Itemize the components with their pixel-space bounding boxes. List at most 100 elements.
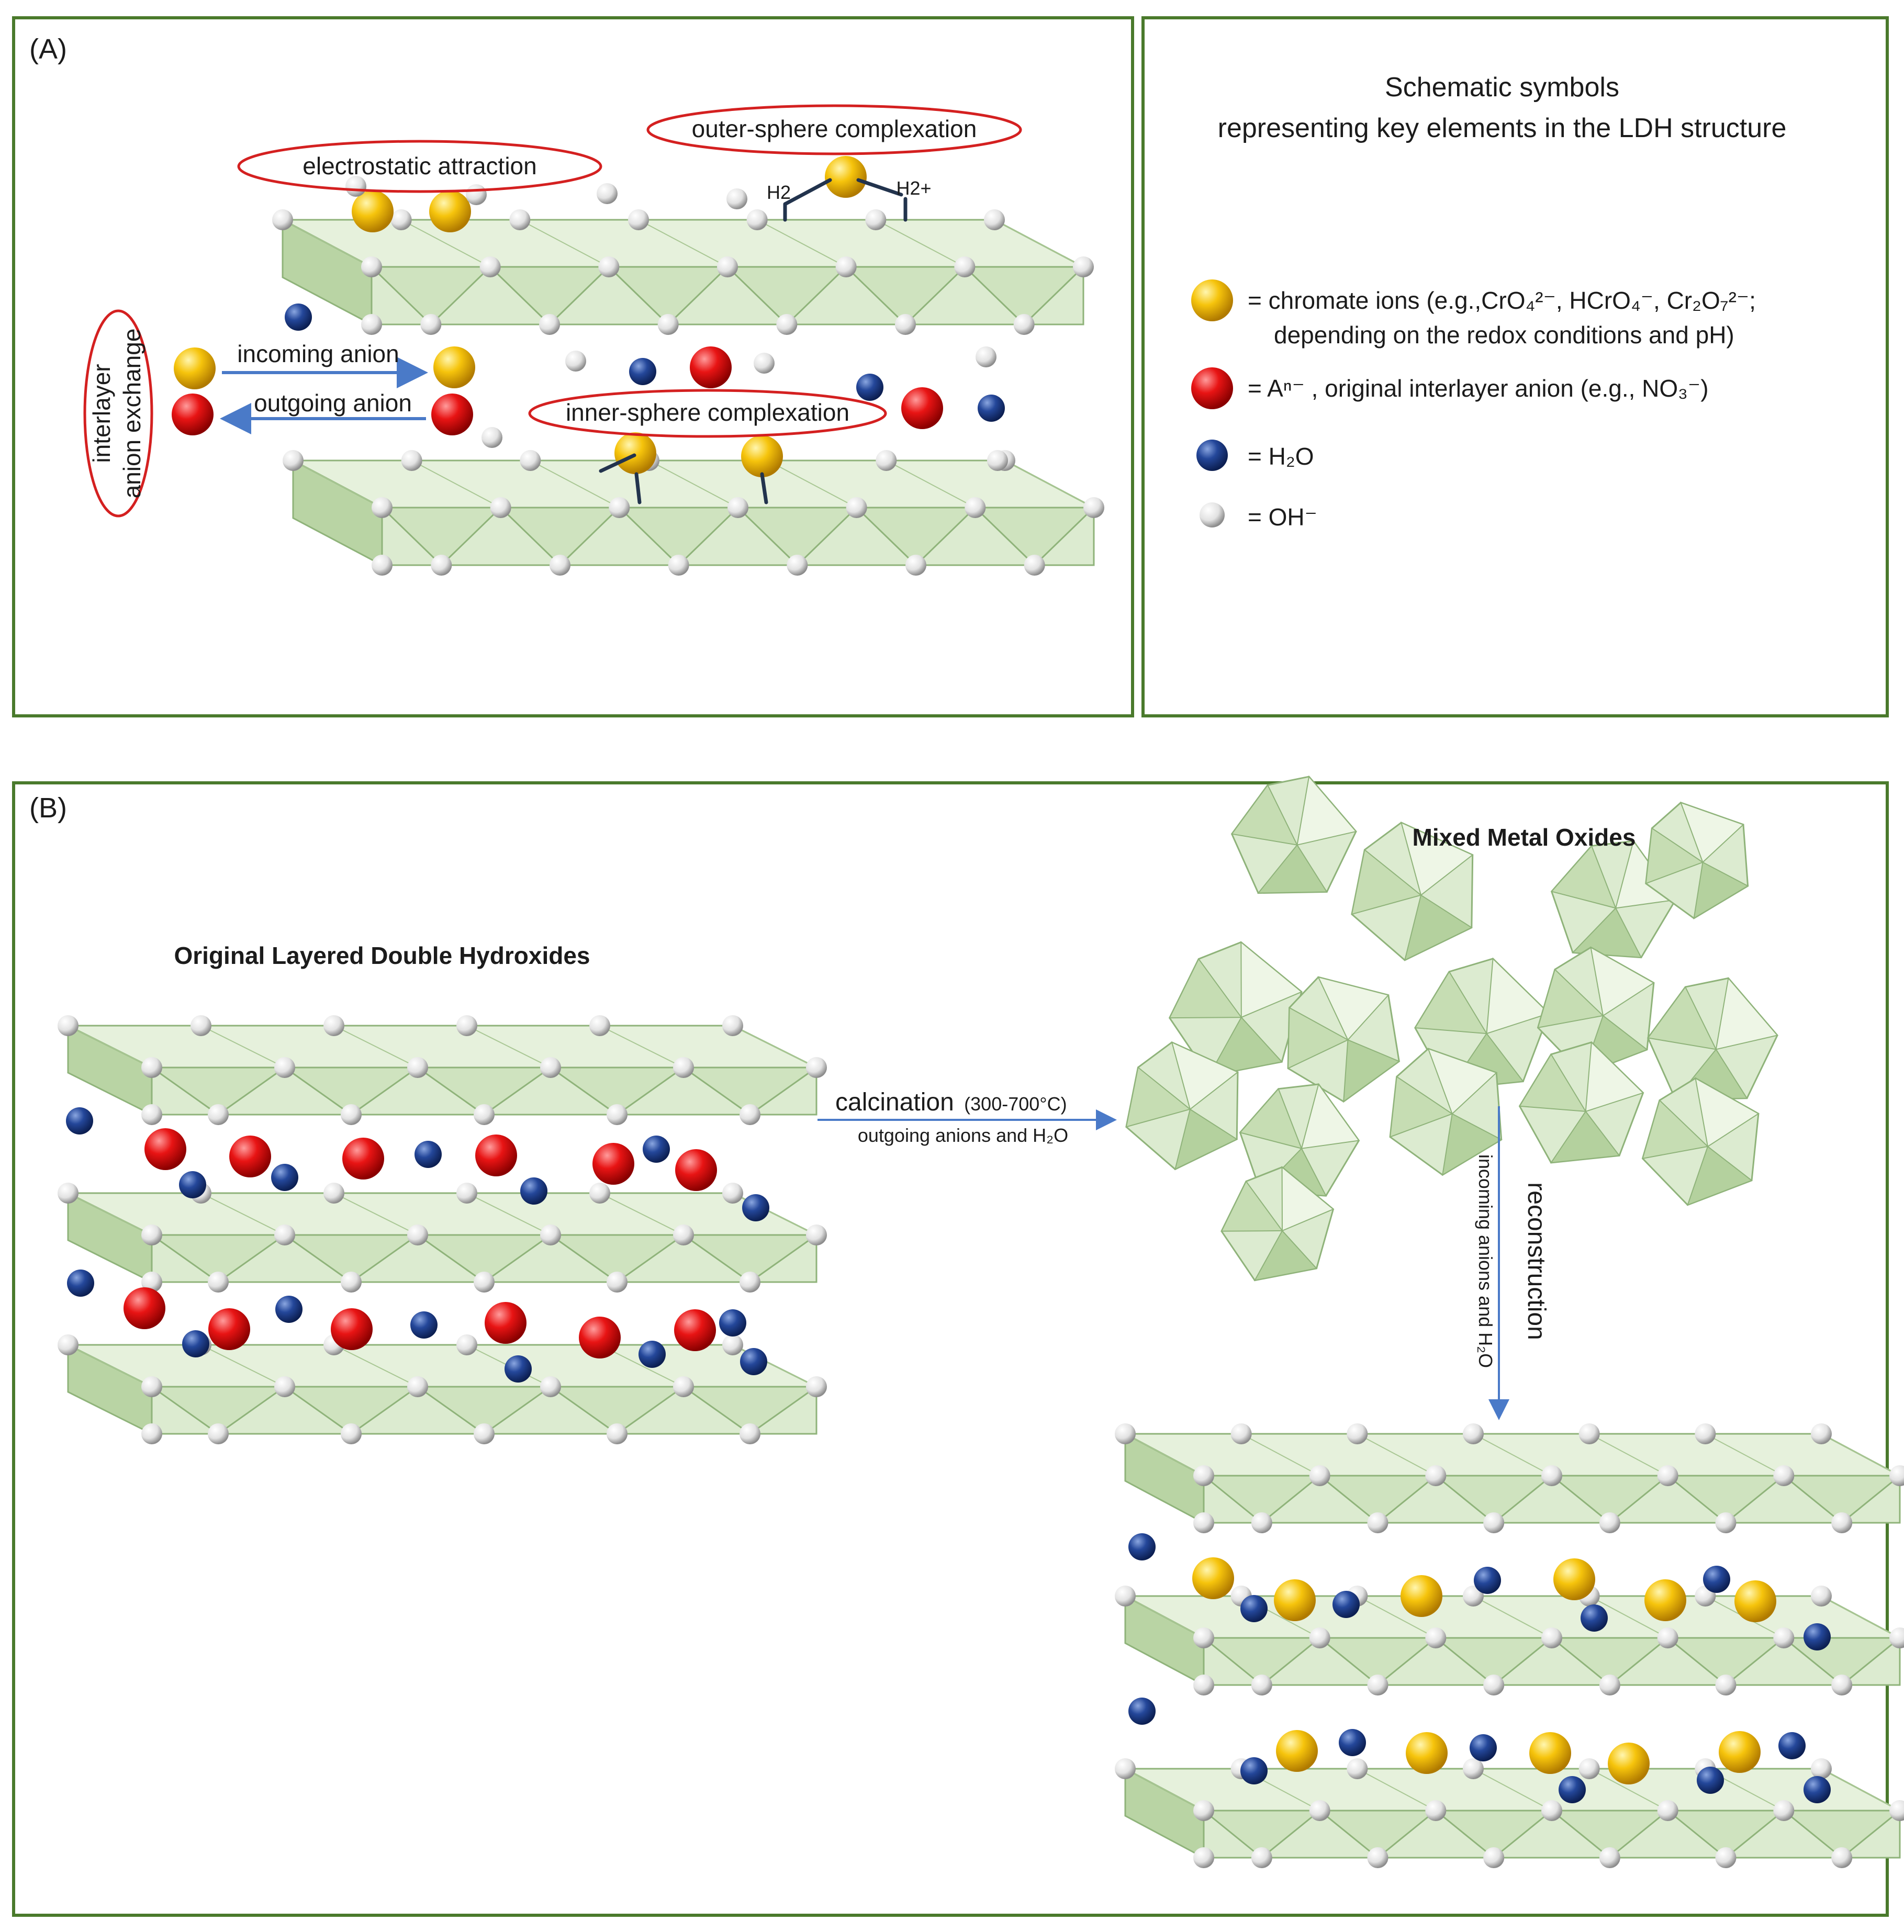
legend-title-line1: Schematic symbols — [1385, 72, 1619, 103]
legend-water-symbol — [1196, 440, 1228, 471]
recon-sheet-3-octahedron — [1782, 1810, 1902, 1859]
hydroxide-sphere — [341, 1423, 362, 1444]
legend-title-line2: representing key elements in the LDH str… — [1218, 113, 1787, 143]
hydroxide-sphere — [456, 1015, 477, 1036]
panel-a-top-sheet-octahedron — [962, 266, 1085, 326]
hydroxide-sphere — [846, 497, 867, 518]
hydroxide-sphere — [1463, 1423, 1484, 1444]
panel-a-bottom-sheet-octahedron — [617, 507, 740, 567]
recon-sheet-1-octahedron — [1665, 1475, 1786, 1524]
hydroxide-sphere — [1115, 1586, 1136, 1607]
ldh-sheet-3-ridge — [200, 1344, 285, 1387]
hydroxide-sphere — [390, 209, 412, 230]
hydroxide-sphere — [1251, 1847, 1272, 1868]
recon-sheet-2-octahedron — [1201, 1637, 1322, 1686]
hydroxide-sphere — [141, 1225, 162, 1245]
legend-anion-symbol — [1191, 367, 1233, 409]
reconstruction-label: reconstruction — [1522, 1182, 1550, 1340]
recon-sheet-3-octahedron — [1665, 1810, 1786, 1859]
water-sphere — [1778, 1732, 1806, 1759]
anion-sphere — [172, 394, 214, 435]
ldh-sheet-2-ridge — [333, 1193, 418, 1235]
ldh-sheet-3-ridge — [68, 1344, 152, 1387]
water-sphere — [182, 1330, 209, 1357]
chromate-sphere — [1644, 1579, 1686, 1621]
hydroxide-sphere — [407, 1376, 428, 1397]
hydroxide-sphere — [976, 346, 996, 367]
legend-water-line1: = H₂O — [1248, 443, 1314, 470]
recon-sheet-1-ridge — [1241, 1433, 1320, 1476]
panel-a-top-sheet-ridge — [519, 219, 609, 267]
mmo-octahedron-face — [1550, 1110, 1620, 1164]
anion-sphere — [475, 1135, 517, 1176]
anion-sphere — [208, 1308, 250, 1350]
hydroxide-sphere — [401, 450, 422, 471]
hydroxide-sphere — [1889, 1465, 1904, 1486]
h-bond-right — [856, 178, 903, 197]
hydroxide-sphere — [722, 1183, 743, 1204]
water-sphere — [67, 1270, 94, 1297]
ldh-sheet-1-top-face — [68, 1025, 817, 1069]
mmo-octahedron — [1641, 1077, 1760, 1206]
hydroxide-sphere — [420, 314, 442, 335]
mmo-octahedron — [1647, 976, 1778, 1100]
hydroxide-sphere — [323, 1015, 344, 1036]
interlayer-exchange-oval — [83, 309, 153, 518]
hydroxide-sphere — [598, 256, 620, 277]
ldh-sheet-1-ridge — [732, 1025, 817, 1068]
recon-sheet-3-octahedron — [1317, 1810, 1438, 1859]
panel-a-bottom-sheet-ridge — [411, 460, 501, 508]
mmo-octahedron-face — [1296, 775, 1357, 846]
panel-b-frame — [12, 781, 1889, 1917]
recon-sheet-1-ridge — [1125, 1433, 1204, 1476]
hydroxide-sphere — [673, 1376, 694, 1397]
inner-bond-1 — [599, 453, 636, 473]
mmo-octahedron-face — [1441, 1113, 1503, 1176]
ldh-sheet-2-ridge — [466, 1193, 551, 1235]
water-sphere — [271, 1164, 298, 1191]
interlayer-label-line1: interlayer — [88, 364, 115, 463]
hydroxide-sphere — [740, 1423, 760, 1444]
outgoing-anion-label: outgoing anion — [254, 389, 412, 417]
hydroxide-sphere — [58, 1183, 79, 1204]
hydroxide-sphere — [1599, 1675, 1620, 1695]
hydroxide-sphere — [987, 450, 1008, 471]
ldh-sheet-2 — [67, 1192, 819, 1284]
mmo-octahedron-face — [1343, 1039, 1401, 1103]
hydroxide-sphere — [1193, 1675, 1214, 1695]
hydroxide-sphere — [208, 1423, 229, 1444]
panel-a-top-sheet-ridge — [282, 219, 372, 267]
water-sphere — [1559, 1776, 1586, 1803]
panel-a-bottom-sheet-ridge — [1004, 460, 1094, 508]
hydroxide-sphere — [628, 209, 649, 230]
hydroxide-sphere — [1695, 1423, 1716, 1444]
panel-a-bottom-sheet-ridge — [886, 460, 976, 508]
mmo-octahedron — [1645, 802, 1749, 919]
h-bond-left — [783, 178, 832, 206]
panel-a-top-sheet-ridge — [994, 219, 1084, 267]
hydroxide-sphere — [717, 256, 738, 277]
inner-bond-3 — [760, 472, 768, 504]
mmo-octahedron-face — [1257, 844, 1328, 894]
ldh-sheet-2-top-face — [68, 1192, 817, 1236]
hydroxide-sphere — [1193, 1800, 1214, 1821]
panel-a-bottom-sheet — [292, 459, 1096, 567]
water-sphere — [742, 1194, 769, 1221]
chromate-sphere — [429, 190, 471, 232]
mmo-octahedron-face — [1281, 1166, 1335, 1232]
chromate-sphere — [174, 347, 216, 389]
water-sphere — [1703, 1566, 1730, 1593]
water-sphere — [1470, 1734, 1497, 1761]
hydroxide-sphere — [905, 555, 926, 576]
hydroxide-sphere — [1013, 314, 1035, 335]
water-sphere — [1339, 1729, 1366, 1756]
anion-sphere — [124, 1287, 165, 1329]
mmo-octahedron-face — [1571, 907, 1642, 958]
panel-b-tag: (B) — [29, 792, 67, 824]
mmo-octahedron-face — [1400, 822, 1474, 896]
hydroxide-sphere — [740, 1272, 760, 1293]
hydroxide-sphere — [1831, 1847, 1853, 1868]
panel-a-bottom-sheet-octahedron — [380, 507, 503, 567]
recon-sheet-2-ridge — [1357, 1596, 1436, 1638]
hydroxide-sphere — [1773, 1627, 1795, 1648]
